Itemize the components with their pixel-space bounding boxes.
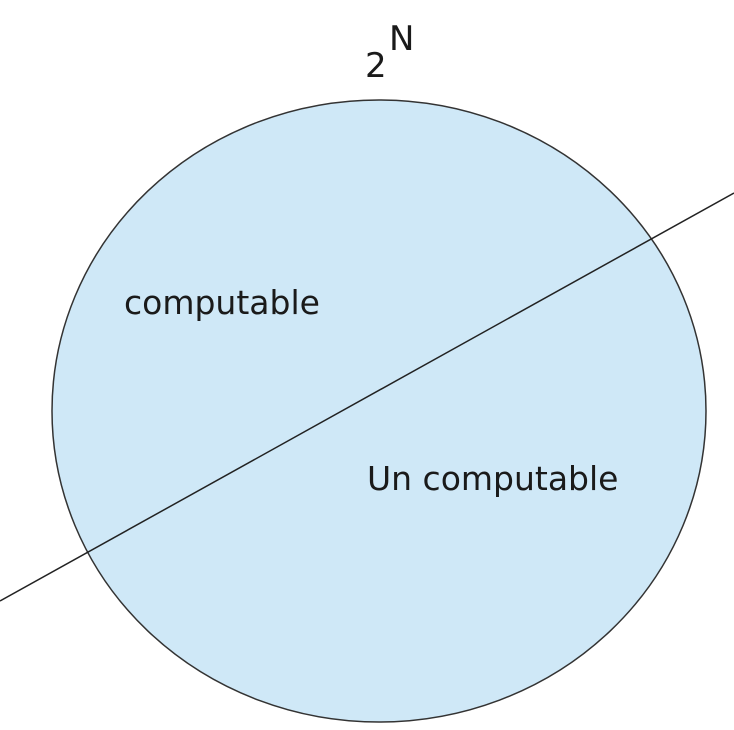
set-label-base: 2: [365, 46, 387, 86]
dividing-line: [0, 192, 734, 602]
region-label-uncomputable: Un computable: [367, 459, 618, 498]
set-circle: [51, 99, 707, 723]
region-label-computable: computable: [124, 283, 320, 322]
set-label-exponent: N: [389, 19, 414, 59]
